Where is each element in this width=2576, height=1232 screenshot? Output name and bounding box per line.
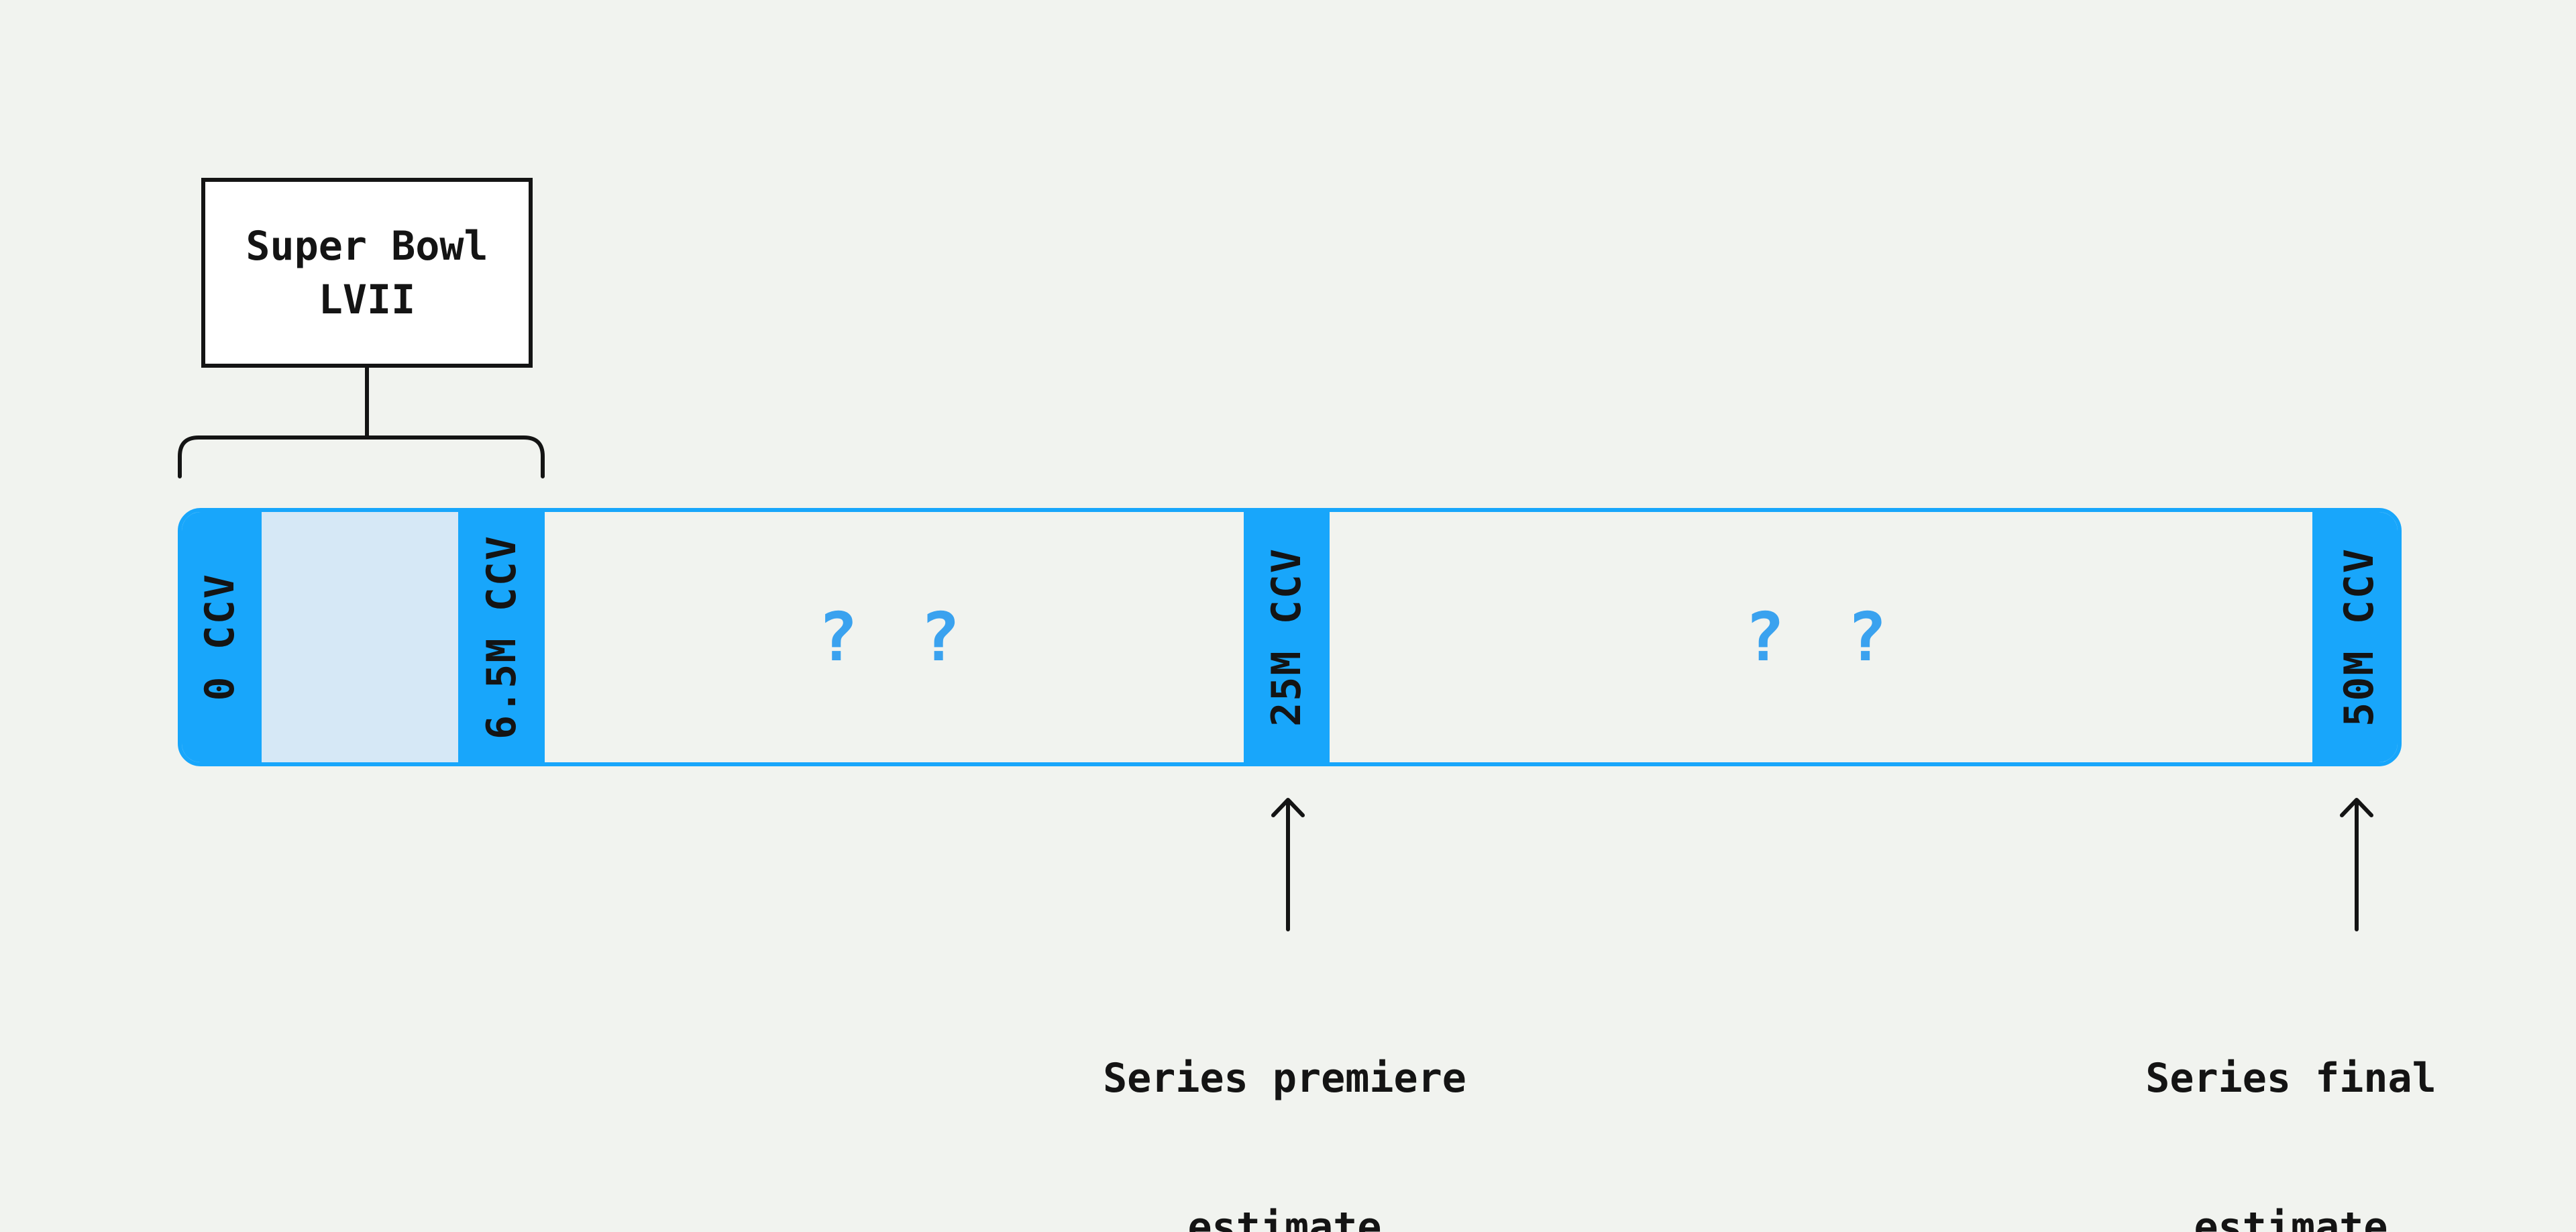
marker-50m-ccv-label: 50M CCV xyxy=(2336,548,2383,727)
super-bowl-range-fill xyxy=(262,512,458,762)
super-bowl-callout-box: Super Bowl LVII xyxy=(201,178,533,368)
premiere-annotation-line2: estimate xyxy=(1187,1204,1382,1232)
unknown-range-1-question-marks: ? ? xyxy=(817,598,971,676)
ccv-scale-bar: 0 CCV 6.5M CCV ? ? 25M CCV ? ? 50M CCV xyxy=(178,508,2402,766)
callout-title-line1: Super Bowl xyxy=(246,222,488,270)
super-bowl-range-bracket xyxy=(178,435,545,478)
premiere-arrow-head xyxy=(1271,798,1305,817)
final-annotation: Series final estimate xyxy=(1955,954,2576,1232)
marker-0-ccv: 0 CCV xyxy=(182,512,262,762)
premiere-annotation-line1: Series premiere xyxy=(1103,1055,1466,1102)
premiere-arrow xyxy=(1271,798,1305,931)
unknown-range-2: ? ? xyxy=(1330,512,2312,762)
unknown-range-1: ? ? xyxy=(545,512,1244,762)
unknown-range-2-question-marks: ? ? xyxy=(1744,598,1898,676)
final-annotation-line2: estimate xyxy=(2194,1204,2388,1232)
marker-50m-ccv: 50M CCV xyxy=(2312,512,2398,762)
final-arrow xyxy=(2340,798,2373,931)
marker-25m-ccv: 25M CCV xyxy=(1244,512,1330,762)
marker-0-ccv-label: 0 CCV xyxy=(196,573,244,701)
marker-6-5m-ccv: 6.5M CCV xyxy=(458,512,545,762)
final-arrow-head xyxy=(2340,798,2373,817)
callout-title-line2: LVII xyxy=(318,276,416,323)
marker-6-5m-ccv-label: 6.5M CCV xyxy=(478,535,525,739)
premiere-annotation: Series premiere estimate xyxy=(949,954,1620,1232)
marker-25m-ccv-label: 25M CCV xyxy=(1263,548,1310,727)
final-annotation-line1: Series final xyxy=(2145,1055,2436,1102)
